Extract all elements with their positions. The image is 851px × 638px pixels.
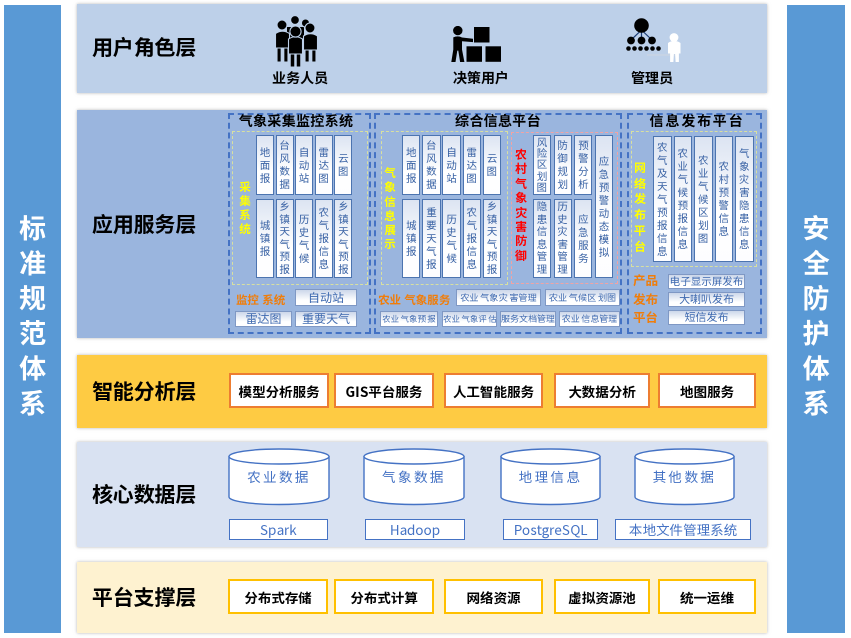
svg-text:其他数据: 其他数据 bbox=[653, 466, 717, 486]
svg-text:地理信息: 地理信息 bbox=[519, 466, 583, 486]
svg-text:农业数据: 农业数据 bbox=[247, 466, 311, 486]
svg-text:气象数据: 气象数据 bbox=[382, 466, 446, 486]
